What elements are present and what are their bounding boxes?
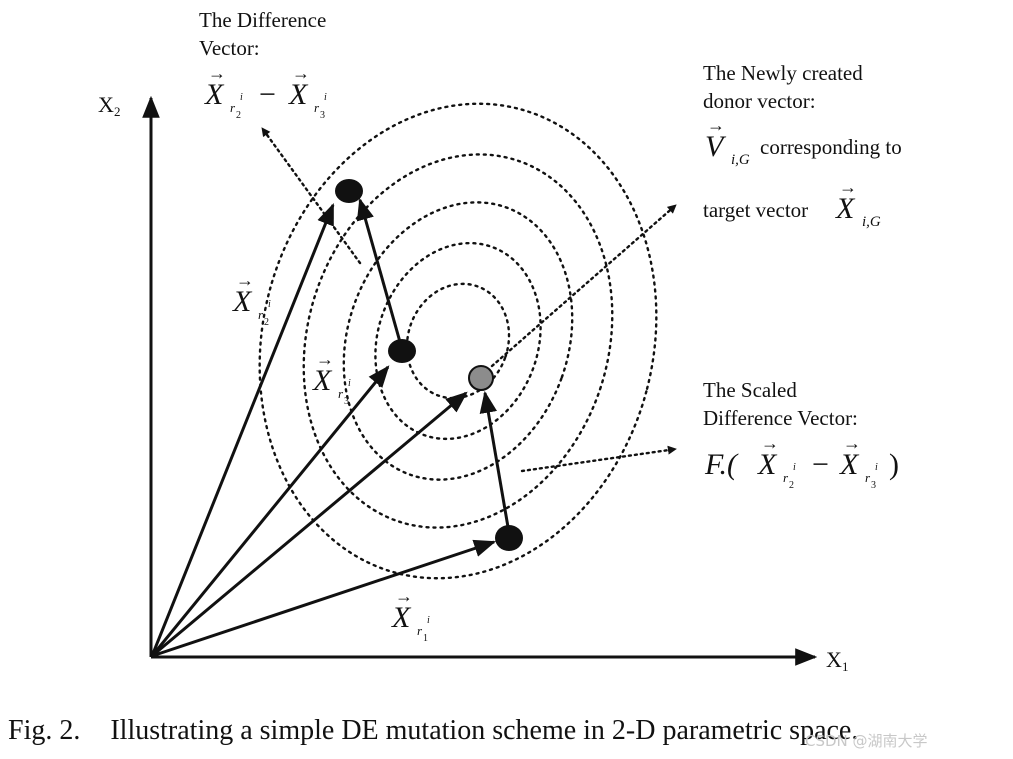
svg-text:X: X — [826, 647, 842, 672]
svg-text:target vector: target vector — [703, 198, 808, 222]
points — [335, 179, 523, 551]
x-axis-label: X 1 — [826, 647, 849, 674]
pointer-scaled-difference — [520, 445, 678, 473]
pointer-arrows — [260, 126, 678, 473]
svg-text:The Scaled: The Scaled — [703, 378, 797, 402]
svg-text:X: X — [204, 78, 225, 111]
vec-arrow-s2: → — [843, 433, 861, 453]
point-donor — [468, 365, 494, 391]
diagram-canvas: X 1 X 2 The Difference Vector: X → r — [98, 8, 902, 674]
pointer-difference-vector — [260, 126, 362, 265]
vec-arrow-v: → — [707, 115, 725, 135]
svg-text:2: 2 — [114, 104, 121, 119]
svg-text:2: 2 — [264, 317, 269, 328]
contour-2 — [374, 241, 542, 441]
vector-x-r1 — [151, 539, 497, 658]
svg-text:i: i — [324, 92, 327, 103]
svg-text:X: X — [288, 78, 309, 111]
svg-text:Difference Vector:: Difference Vector: — [703, 406, 858, 430]
vector-x-r2 — [150, 202, 335, 657]
svg-text:V: V — [705, 130, 727, 163]
svg-text:3: 3 — [344, 396, 349, 407]
axes — [142, 95, 818, 666]
svg-text:X: X — [98, 92, 114, 117]
svg-text:i: i — [240, 92, 243, 103]
caption-text: Illustrating a simple DE mutation scheme… — [110, 715, 859, 746]
svg-text:r: r — [230, 100, 236, 115]
svg-text:i: i — [348, 378, 351, 389]
svg-text:): ) — [889, 448, 899, 481]
svg-text:X: X — [232, 285, 253, 318]
svg-text:Vector:: Vector: — [199, 36, 260, 60]
arrow-r1-to-donor — [479, 390, 510, 528]
contour-4 — [302, 153, 614, 529]
svg-text:i,G: i,G — [862, 214, 881, 230]
vec-arrow-s1: → — [761, 433, 779, 453]
point-r1 — [495, 525, 523, 551]
difference-arrows — [356, 197, 510, 528]
svg-text:1: 1 — [423, 633, 428, 644]
svg-text:r: r — [783, 470, 789, 485]
caption-figure-number: Fig. 2. — [8, 715, 81, 746]
vector-x-r3 — [150, 365, 390, 657]
svg-text:r: r — [417, 623, 423, 638]
svg-text:F.(: F.( — [704, 448, 739, 481]
svg-text:X: X — [839, 448, 860, 481]
vec-arrow-2: → — [292, 63, 310, 83]
svg-text:r: r — [338, 386, 344, 401]
svg-text:X: X — [835, 192, 856, 225]
position-vectors — [150, 202, 497, 658]
svg-text:i: i — [427, 615, 430, 626]
svg-text:i: i — [875, 462, 878, 473]
contour-5 — [258, 102, 658, 580]
vec-arrow-lr1: → — [395, 586, 413, 606]
svg-text:i,G: i,G — [731, 152, 750, 168]
contour-3 — [342, 201, 574, 481]
contour-1 — [405, 282, 511, 400]
svg-text:The Difference: The Difference — [199, 8, 326, 32]
svg-text:i: i — [268, 299, 271, 310]
svg-text:2: 2 — [789, 480, 794, 491]
point-r3 — [388, 339, 416, 363]
svg-text:X: X — [312, 364, 333, 397]
arrow-r3-to-r2 — [356, 197, 402, 343]
svg-text:X: X — [757, 448, 778, 481]
svg-text:r: r — [865, 470, 871, 485]
vector-label-r2: X → r 2 i — [232, 270, 271, 328]
scaled-difference-label: The Scaled Difference Vector: F.( X → r … — [703, 378, 899, 491]
svg-text:r: r — [314, 100, 320, 115]
contour-ellipses — [258, 102, 658, 580]
vec-arrow-1: → — [208, 63, 226, 83]
svg-text:donor vector:: donor vector: — [703, 89, 816, 113]
svg-text:−: − — [812, 448, 829, 481]
svg-text:X: X — [391, 601, 412, 634]
difference-vector-formula: X → r 2 i − X → r 3 i — [204, 63, 327, 121]
vec-arrow-lr2: → — [236, 270, 254, 290]
svg-text:−: − — [259, 78, 276, 111]
figure-caption: Fig. 2. Illustrating a simple DE mutation… — [8, 715, 1008, 747]
vector-x-target — [151, 391, 468, 658]
watermark: CSDN @湖南大学 — [805, 732, 928, 750]
svg-text:3: 3 — [871, 480, 876, 491]
svg-text:i: i — [793, 462, 796, 473]
vec-arrow-target: → — [839, 177, 857, 197]
svg-text:1: 1 — [842, 659, 849, 674]
vector-label-r1: X → r 1 i — [391, 586, 430, 644]
svg-text:2: 2 — [236, 110, 241, 121]
donor-vector-label: The Newly created donor vector: V → i,G … — [703, 61, 902, 230]
vec-arrow-lr3: → — [316, 349, 334, 369]
vector-label-r3: X → r 3 i — [312, 349, 351, 407]
svg-text:The Newly created: The Newly created — [703, 61, 863, 85]
difference-vector-label: The Difference Vector: X → r 2 i − X → r… — [199, 8, 327, 121]
y-axis-label: X 2 — [98, 92, 121, 119]
svg-text:3: 3 — [320, 110, 325, 121]
svg-text:corresponding to: corresponding to — [760, 135, 902, 159]
point-r2 — [335, 179, 363, 203]
svg-text:r: r — [258, 307, 264, 322]
pointer-donor-vector — [490, 203, 678, 368]
